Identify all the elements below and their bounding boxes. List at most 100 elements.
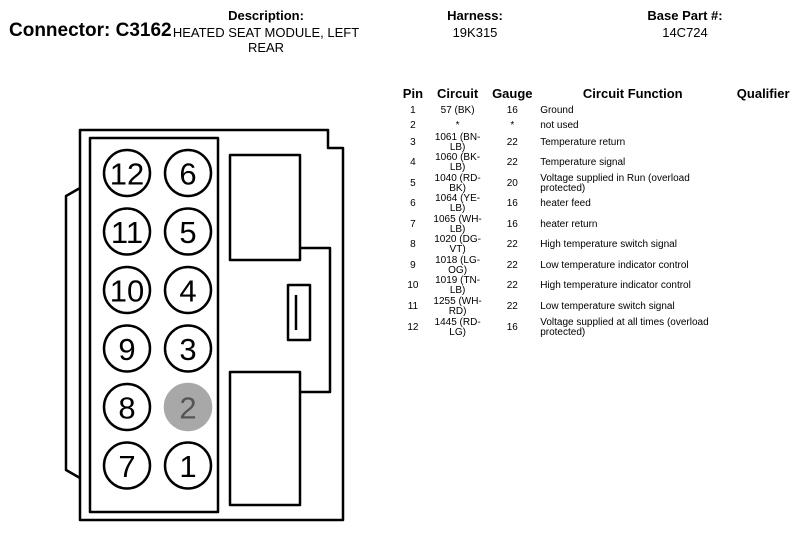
pin-table: Pin Circuit Gauge Circuit Function Quali… <box>398 86 798 338</box>
cell-qualifier <box>728 133 798 153</box>
cavity-label-5: 5 <box>179 215 196 250</box>
cell-circuit: 1255 (WH-RD) <box>433 295 482 317</box>
cell-circuit: 1060 (BK-LB) <box>435 152 481 173</box>
table-row: 12 1445 (RD-LG) 16 Voltage supplied at all … <box>398 317 798 338</box>
cell-gauge: 16 <box>506 198 518 209</box>
cavity-label-2: 2 <box>179 391 196 426</box>
cell-function: heater feed <box>540 198 591 209</box>
base-part-title: Base Part #: <box>647 8 723 23</box>
connector-housing-outline <box>78 128 345 522</box>
cell-pin: 8 <box>410 239 416 250</box>
table-row: 7 1065 (WH-LB) 16 heater return <box>398 214 798 235</box>
cell-qualifier <box>728 214 798 235</box>
cavity-12 <box>102 148 152 198</box>
table-row: 10 1019 (TN-LB) 22 High temperature indicat… <box>398 276 798 296</box>
connector-lock-inner <box>286 283 312 342</box>
cell-pin: 5 <box>410 177 416 189</box>
table-row: 6 1064 (YE-LB) 16 heater feed <box>398 194 798 214</box>
cell-qualifier <box>728 255 798 276</box>
connector-lock-tab <box>300 246 332 394</box>
cell-function: heater return <box>540 218 598 230</box>
cell-function: Temperature return <box>540 137 626 148</box>
cavity-7 <box>102 441 152 490</box>
cell-pin: 1 <box>410 104 416 116</box>
cell-circuit: 57 (BK) <box>440 104 475 116</box>
cell-circuit: 1061 (BN-LB) <box>434 132 481 153</box>
cell-qualifier <box>728 153 798 173</box>
cell-function: Voltage supplied in Run (overload protec… <box>540 172 690 194</box>
cell-circuit: 1064 (YE-LB) <box>435 193 481 214</box>
cell-function: Temperature signal <box>540 157 626 168</box>
cavity-3 <box>163 324 213 373</box>
cell-pin: 12 <box>407 321 419 333</box>
table-row: 4 1060 (BK-LB) 22 Temperature signal <box>398 153 798 173</box>
cell-gauge: 16 <box>506 104 518 116</box>
cell-function: Low temperature indicator control <box>540 259 689 271</box>
col-circuit: Circuit <box>437 86 479 101</box>
col-function: Circuit Function <box>582 86 683 101</box>
cavity-label-8: 8 <box>118 391 135 426</box>
cell-circuit: 1040 (RD-BK) <box>434 172 481 194</box>
description-title: Description: <box>228 8 304 23</box>
cell-pin: 10 <box>407 280 419 291</box>
cell-gauge: 22 <box>506 239 518 250</box>
cell-qualifier <box>728 194 798 214</box>
cell-circuit: 1019 (TN-LB) <box>435 275 481 296</box>
cavity-label-3: 3 <box>179 332 196 367</box>
connector-inner-wall <box>88 136 220 514</box>
cell-circuit: 1018 (LG-OG) <box>435 254 481 276</box>
cell-gauge: 16 <box>506 321 518 333</box>
cavity-label-1: 1 <box>179 449 196 484</box>
harness-title: Harness: <box>447 8 503 23</box>
cavity-11 <box>102 207 152 256</box>
cell-pin: 6 <box>410 198 416 209</box>
cavity-label-6: 6 <box>179 157 196 192</box>
connector-right-block-top <box>228 153 302 262</box>
description-value: HEATED SEAT MODULE, LEFT REAR <box>172 25 360 55</box>
cell-gauge: 16 <box>506 218 518 230</box>
cell-qualifier <box>728 103 798 118</box>
cell-gauge: * <box>510 119 515 131</box>
cell-function: Ground <box>540 104 574 116</box>
cell-gauge: 22 <box>506 259 518 271</box>
cell-pin: 11 <box>407 300 419 312</box>
table-row: 9 1018 (LG-OG) 22 Low temperature indicator… <box>398 255 798 276</box>
connector-label: Connector: C3162 <box>9 20 172 41</box>
cavity-8 <box>102 382 152 432</box>
cell-function: Voltage supplied at all times (overload … <box>540 316 709 338</box>
cavity-label-7: 7 <box>118 449 135 484</box>
cell-gauge: 22 <box>506 300 518 312</box>
cell-qualifier <box>728 317 798 338</box>
cavity-5 <box>163 207 213 256</box>
cavity-label-12: 12 <box>110 157 144 192</box>
cavity-10 <box>102 265 152 315</box>
cell-circuit: 1445 (RD-LG) <box>434 316 481 338</box>
cell-pin: 9 <box>410 259 416 271</box>
cell-gauge: 22 <box>506 157 518 168</box>
cavity-4 <box>163 265 213 315</box>
harness-value: 19K315 <box>452 25 498 40</box>
cell-pin: 3 <box>410 137 416 148</box>
cell-qualifier <box>728 296 798 317</box>
cell-gauge: 22 <box>506 280 518 291</box>
cavity-label-11: 11 <box>111 215 143 250</box>
cell-pin: 4 <box>410 157 416 168</box>
cell-qualifier <box>728 173 798 194</box>
cell-function: High temperature indicator control <box>540 280 691 291</box>
cell-function: Low temperature switch signal <box>540 300 675 312</box>
cavity-label-9: 9 <box>118 332 135 367</box>
cell-qualifier <box>728 276 798 296</box>
table-row: 2**not used <box>398 118 798 133</box>
cell-circuit: 1065 (WH-LB) <box>433 213 482 235</box>
col-qualifier: Qualifier <box>736 86 790 101</box>
cavity-2 <box>163 382 213 432</box>
cell-circuit: * <box>455 119 460 131</box>
table-row: 11 1255 (WH-RD) 22 Low temperature switch s… <box>398 296 798 317</box>
cell-pin: 7 <box>410 218 416 230</box>
col-gauge: Gauge <box>492 86 533 101</box>
connector-right-block-bottom <box>228 370 302 507</box>
cell-circuit: 1020 (DG-VT) <box>434 234 481 255</box>
